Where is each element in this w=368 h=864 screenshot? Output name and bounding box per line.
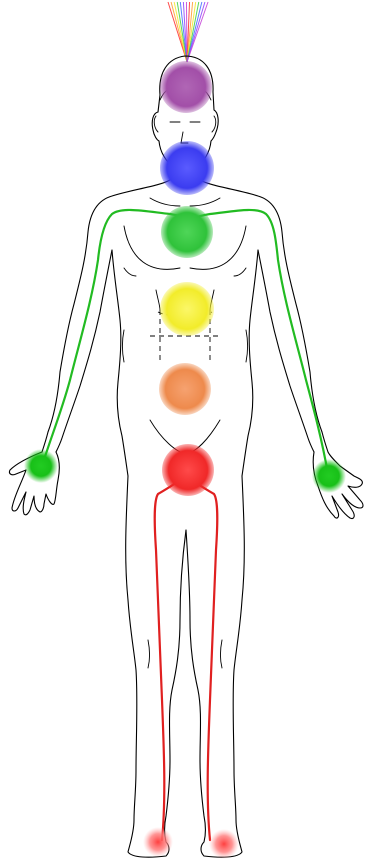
right-hand-point: [312, 459, 346, 493]
root-chakra: [162, 444, 214, 496]
crown-chakra: [160, 61, 212, 113]
ears: [154, 116, 215, 132]
collarbones: [150, 198, 220, 206]
crown-rays: [168, 2, 208, 62]
heart-chakra: [161, 206, 213, 258]
chakra-layer: [24, 61, 346, 859]
left-foot-point: [143, 827, 173, 857]
sacral-chakra: [159, 363, 211, 415]
leg-channel: [155, 472, 218, 840]
throat-chakra: [160, 141, 214, 195]
left-hand-point: [24, 449, 58, 483]
right-foot-point: [209, 829, 239, 859]
right-leg-outline: [186, 476, 244, 857]
solar-plexus-chakra: [160, 282, 214, 336]
